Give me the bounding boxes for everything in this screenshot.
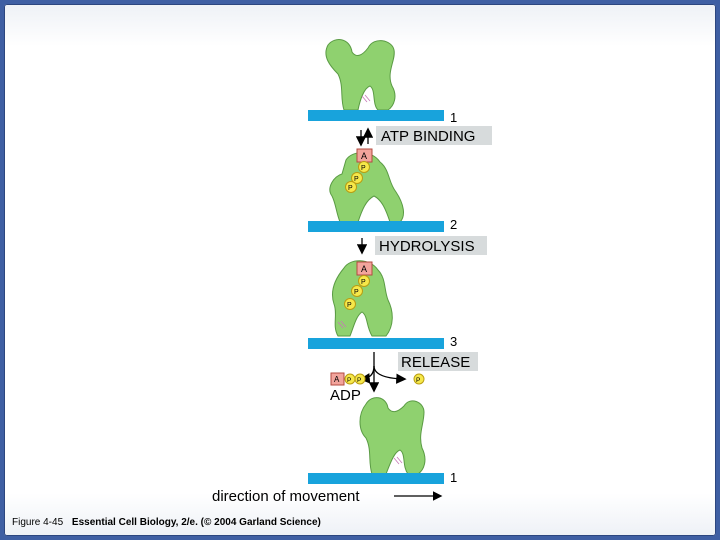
phosphate-letter: P	[416, 377, 420, 384]
actin-filament-4	[308, 473, 444, 484]
step-label-release: RELEASE	[401, 354, 470, 371]
phosphate-letter: P	[354, 176, 359, 183]
myosin-head-stage-4	[359, 397, 426, 475]
phosphate-letter: P	[348, 185, 353, 192]
binding-site-mark-4	[393, 456, 403, 465]
phosphate-icon	[358, 275, 370, 287]
phosphate-icon	[358, 161, 370, 173]
phosphate-icon	[354, 373, 366, 385]
actin-filament-3	[308, 338, 444, 349]
label-box-release	[398, 352, 478, 371]
equilibrium-arrows	[355, 127, 374, 147]
adenine-letter: A	[361, 151, 367, 161]
step-number-2: 2	[450, 217, 457, 232]
binding-site-mark-1	[361, 94, 371, 103]
myosin-head-stage-3	[331, 260, 393, 337]
adenine-icon	[356, 261, 373, 276]
label-box-atp-binding	[376, 126, 492, 145]
phosphate-icon	[351, 285, 363, 297]
phosphate-icon	[351, 172, 363, 184]
step-number-1: 1	[450, 110, 457, 125]
step-label-hydrolysis: HYDROLYSIS	[379, 238, 475, 255]
adenine-letter: A	[361, 264, 367, 274]
phosphate-letter: P	[347, 377, 351, 384]
adenine-letter: A	[334, 375, 340, 384]
released-adp-molecule: A P P	[330, 372, 366, 386]
phosphate-letter: P	[361, 279, 366, 286]
phosphate-letter: P	[354, 289, 359, 296]
actin-filament-2	[308, 221, 444, 232]
binding-site-mark-3	[337, 320, 347, 329]
phosphate-letter: P	[347, 302, 352, 309]
direction-label: direction of movement	[212, 488, 360, 505]
phosphate-letter: P	[357, 377, 361, 384]
myosin-head-stage-1	[325, 39, 396, 111]
atp-molecule-stage-2: A P P P	[345, 148, 373, 193]
myosin-head-stage-2	[329, 152, 404, 223]
figure-caption: Figure 4-45 Essential Cell Biology, 2/e.…	[12, 517, 321, 528]
figure-number: Figure 4-45	[12, 517, 64, 528]
step-number-4: 1	[450, 470, 457, 485]
released-phosphate: P	[413, 373, 425, 385]
actin-filament-1	[308, 110, 444, 121]
step-label-atp-binding: ATP BINDING	[381, 128, 475, 145]
phosphate-letter: P	[361, 165, 366, 172]
release-arrows	[359, 352, 407, 393]
step-number-3: 3	[450, 334, 457, 349]
phosphate-icon	[345, 181, 357, 193]
adenine-icon	[330, 372, 345, 386]
figure-source: Essential Cell Biology, 2/e. (© 2004 Gar…	[71, 517, 321, 528]
phosphate-icon	[344, 298, 356, 310]
adp-label: ADP	[330, 387, 361, 404]
adp-pi-molecule-stage-3: A P P P	[344, 261, 373, 310]
phosphate-icon	[413, 373, 425, 385]
label-box-hydrolysis	[375, 236, 487, 255]
